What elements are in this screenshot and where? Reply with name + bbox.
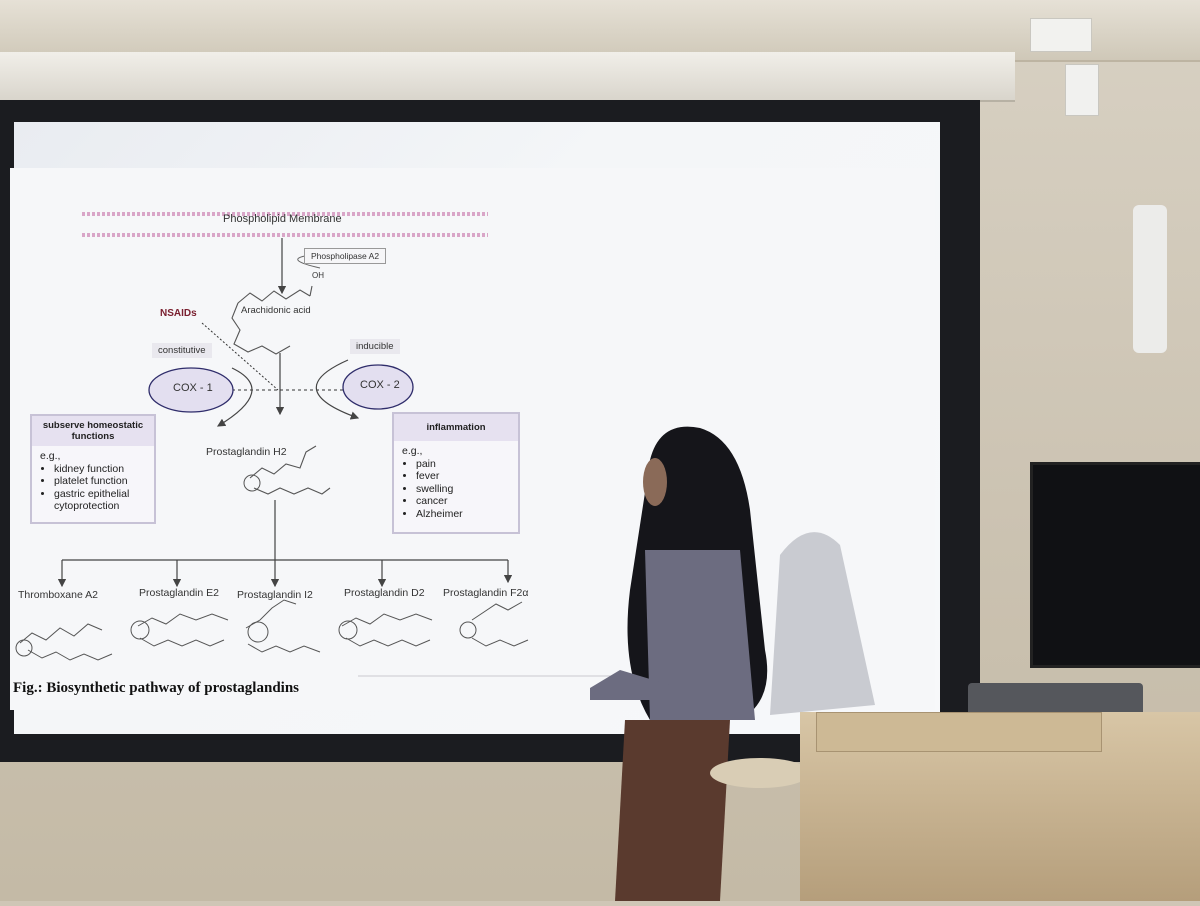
homeostatic-title: subserve homeostatic functions xyxy=(32,416,154,446)
product-label: Thromboxane A2 xyxy=(18,589,98,601)
homeostatic-item: gastric epithelial cytoprotection xyxy=(54,488,146,513)
product-label: Prostaglandin D2 xyxy=(344,587,425,599)
product-label: Prostaglandin I2 xyxy=(237,589,313,601)
side-table xyxy=(710,758,810,788)
cox2-label: COX - 2 xyxy=(360,379,400,391)
slide-caption: Fig.: Biosynthetic pathway of prostaglan… xyxy=(13,680,300,696)
wall-speaker xyxy=(1133,205,1167,353)
inflammation-item: pain xyxy=(416,458,510,471)
inflammation-item: fever xyxy=(416,470,510,483)
presenter-shadow xyxy=(760,515,880,715)
lectern-top xyxy=(816,712,1102,752)
wall-switch xyxy=(1065,64,1099,116)
pgh2-label: Prostaglandin H2 xyxy=(206,446,287,458)
nsaids-label: NSAIDs xyxy=(160,308,197,319)
pathway-diagram xyxy=(15,212,615,677)
projector-screen-housing xyxy=(0,52,1015,102)
inflammation-item: Alzheimer xyxy=(416,508,510,521)
homeostatic-eg: e.g., xyxy=(40,450,61,462)
arachidonic-label: Arachidonic acid xyxy=(241,305,311,316)
homeostatic-box: subserve homeostatic functions e.g., kid… xyxy=(30,414,156,524)
cox1-ellipse xyxy=(148,367,234,413)
wall-socket xyxy=(1030,18,1092,52)
product-label: Prostaglandin E2 xyxy=(139,587,219,599)
inflammation-item: swelling xyxy=(416,483,510,496)
cox1-label: COX - 1 xyxy=(173,382,213,394)
membrane-graphic xyxy=(82,212,488,237)
inflammation-title: inflammation xyxy=(394,414,518,441)
constitutive-tag: constitutive xyxy=(152,343,212,358)
product-label: Prostaglandin F2α xyxy=(443,587,529,599)
homeostatic-item: platelet function xyxy=(54,475,146,488)
cox2-ellipse xyxy=(342,364,414,410)
phospholipase-label: Phospholipase A2 xyxy=(304,248,387,264)
homeostatic-item: kidney function xyxy=(54,463,146,476)
inducible-tag: inducible xyxy=(350,339,400,354)
membrane-label: Phospholipid Membrane xyxy=(223,213,342,225)
arachidonic-oh-label: OH xyxy=(312,271,324,280)
inflammation-box: inflammation e.g., pain fever swelling c… xyxy=(392,412,520,534)
monitor xyxy=(1030,462,1200,668)
inflammation-eg: e.g., xyxy=(402,445,423,457)
inflammation-item: cancer xyxy=(416,495,510,508)
presenter xyxy=(570,420,790,901)
